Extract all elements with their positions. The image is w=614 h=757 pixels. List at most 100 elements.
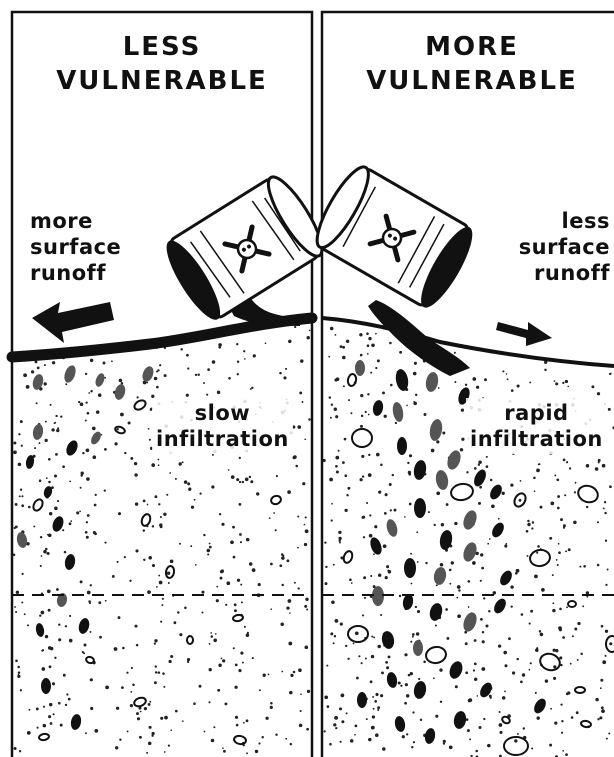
soil-dot bbox=[410, 553, 412, 555]
soil-dot bbox=[395, 422, 397, 424]
soil-dot bbox=[48, 715, 51, 718]
soil-dot bbox=[65, 704, 67, 706]
soil-dot bbox=[101, 434, 103, 436]
soil-dot bbox=[564, 494, 566, 496]
soil-dot bbox=[335, 465, 338, 468]
soil-dot bbox=[521, 613, 524, 616]
soil-dot bbox=[474, 663, 477, 666]
soil-dot bbox=[461, 408, 464, 411]
soil-dot bbox=[154, 643, 156, 645]
right-runoff-label: less surface runoff bbox=[490, 208, 610, 286]
soil-dot bbox=[309, 330, 311, 332]
soil-dot bbox=[609, 485, 612, 488]
soil-dot bbox=[386, 565, 389, 568]
soil-dot bbox=[242, 481, 244, 483]
soil-dot bbox=[244, 626, 246, 628]
contaminant-drop bbox=[461, 509, 479, 532]
soil-dot bbox=[488, 610, 490, 612]
soil-dot bbox=[154, 681, 157, 684]
soil-dot bbox=[105, 686, 109, 690]
soil-dot bbox=[451, 561, 454, 564]
soil-dot bbox=[69, 639, 73, 643]
soil-dot bbox=[129, 580, 131, 582]
soil-dot bbox=[380, 694, 383, 697]
soil-dot bbox=[579, 566, 581, 568]
soil-dot bbox=[243, 722, 245, 724]
soil-dot bbox=[369, 514, 371, 516]
soil-dot bbox=[235, 716, 238, 719]
soil-dot bbox=[241, 601, 243, 603]
soil-dot bbox=[146, 382, 148, 384]
soil-dot bbox=[218, 664, 222, 668]
soil-dot bbox=[187, 661, 189, 663]
soil-dot bbox=[577, 659, 579, 661]
soil-dot bbox=[94, 729, 98, 733]
soil-dot bbox=[222, 747, 224, 749]
contaminant-drop bbox=[453, 710, 468, 730]
soil-dot bbox=[43, 724, 47, 728]
contaminant-drop bbox=[498, 569, 515, 588]
soil-dot bbox=[574, 491, 576, 493]
soil-dot bbox=[340, 623, 343, 626]
soil-dot bbox=[383, 544, 387, 548]
soil-dot bbox=[552, 602, 554, 604]
soil-dot bbox=[378, 491, 381, 494]
soil-dot bbox=[562, 750, 564, 752]
soil-dot bbox=[380, 614, 382, 616]
soil-dot bbox=[147, 590, 151, 594]
soil-dot bbox=[473, 669, 475, 671]
soil-dot bbox=[479, 486, 482, 489]
soil-dot bbox=[158, 464, 160, 466]
soil-dot bbox=[87, 514, 90, 517]
soil-dot bbox=[392, 474, 394, 476]
soil-dot bbox=[364, 597, 366, 599]
soil-dot bbox=[433, 677, 435, 679]
soil-dot bbox=[562, 382, 564, 384]
soil-dot bbox=[121, 382, 124, 385]
soil-dot bbox=[377, 359, 380, 362]
soil-dot bbox=[164, 716, 168, 720]
soil-dot bbox=[294, 582, 296, 584]
soil-dot bbox=[215, 633, 217, 635]
soil-dot bbox=[220, 577, 223, 580]
soil-dot bbox=[366, 332, 369, 335]
contaminant-drop bbox=[413, 640, 423, 656]
right-panel-title: MORE VULNERABLE bbox=[322, 30, 614, 98]
soil-dot bbox=[553, 677, 556, 680]
soil-dot bbox=[456, 597, 458, 599]
soil-dot bbox=[300, 694, 302, 696]
soil-dot bbox=[334, 635, 336, 637]
contaminant-drop bbox=[492, 597, 509, 616]
soil-dot bbox=[329, 743, 332, 746]
soil-dot bbox=[256, 492, 259, 495]
soil-dot bbox=[143, 529, 145, 531]
soil-dot bbox=[21, 445, 23, 447]
soil-dot bbox=[370, 680, 373, 683]
soil-dot bbox=[85, 420, 87, 422]
soil-dot bbox=[330, 327, 334, 331]
contaminant-drop bbox=[381, 630, 396, 650]
contaminant-drop bbox=[31, 373, 45, 391]
soil-dot bbox=[82, 651, 84, 653]
soil-dot bbox=[376, 453, 380, 457]
soil-dot bbox=[454, 522, 457, 525]
soil-dot bbox=[487, 543, 489, 545]
soil-dot bbox=[490, 479, 493, 482]
soil-dot bbox=[90, 359, 93, 362]
soil-dot bbox=[346, 712, 348, 714]
soil-dot bbox=[187, 482, 190, 485]
soil-dot bbox=[350, 739, 354, 743]
soil-dot bbox=[468, 698, 472, 702]
soil-dot bbox=[347, 487, 350, 490]
soil-dot bbox=[338, 531, 341, 534]
right-ground-surface bbox=[322, 318, 614, 366]
soil-dot bbox=[345, 645, 347, 647]
soil-dot bbox=[483, 597, 485, 599]
soil-dot bbox=[569, 467, 571, 469]
soil-dot bbox=[302, 401, 304, 403]
left-runoff-line1: more bbox=[30, 208, 121, 234]
soil-dot bbox=[85, 531, 88, 534]
soil-dot bbox=[346, 340, 349, 343]
soil-dot bbox=[341, 720, 344, 723]
soil-dot bbox=[511, 605, 513, 607]
